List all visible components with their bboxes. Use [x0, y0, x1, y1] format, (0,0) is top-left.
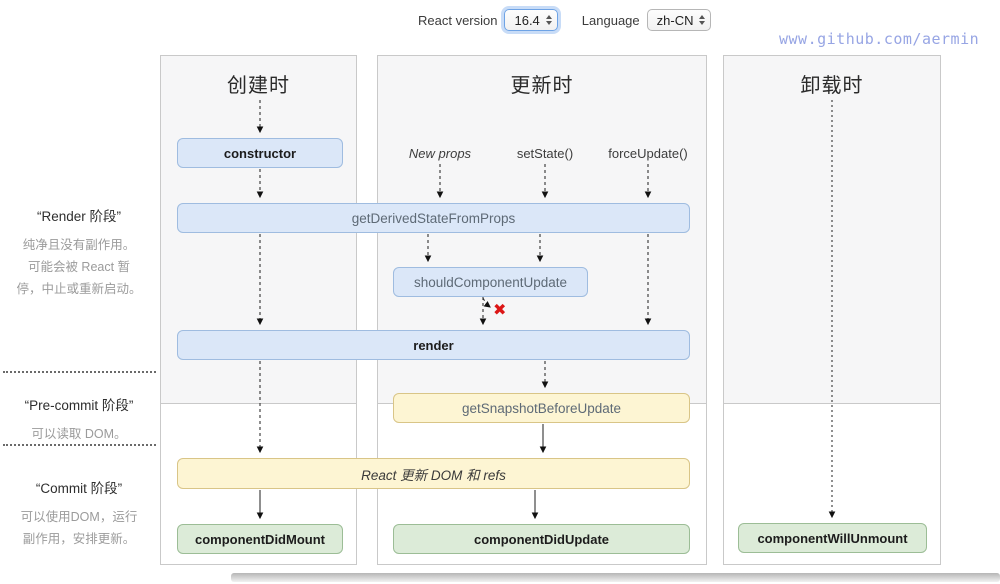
select-stepper-icon — [545, 12, 552, 28]
language-value: zh-CN — [656, 12, 694, 28]
select-stepper-icon — [699, 12, 706, 28]
render-phase-title: “Render 阶段” — [36, 209, 122, 224]
lifecycle-componentdidupdate-link[interactable]: componentDidUpdate — [393, 524, 690, 554]
abort-cross-icon: ✖ — [493, 302, 507, 319]
precommit-phase-title: “Pre-commit 阶段” — [24, 398, 134, 413]
commit-phase-title: “Commit 阶段” — [35, 481, 123, 496]
trigger-setstate: setState() — [516, 146, 574, 161]
panel-unmounting: 卸载时 — [723, 55, 941, 565]
lifecycle-shouldcomponentupdate-link[interactable]: shouldComponentUpdate — [393, 267, 588, 297]
precommit-phase-desc-line: 可以读取 DOM。 — [31, 427, 127, 441]
language-label: Language — [581, 12, 640, 28]
panel-updating-title: 更新时 — [510, 75, 574, 97]
lifecycle-getsnapshotbeforeupdate-link[interactable]: getSnapshotBeforeUpdate — [393, 393, 690, 423]
trigger-forceupdate: forceUpdate() — [608, 146, 688, 161]
top-controls: React version 16.4 Language zh-CN — [418, 9, 733, 31]
sidebar-precommit-phase: “Pre-commit 阶段” 可以读取 DOM。 — [0, 394, 158, 445]
panel-mounting-title: 创建时 — [227, 75, 290, 97]
language-select[interactable]: zh-CN — [646, 9, 712, 31]
commit-phase-desc-line: 副作用，安排更新。 — [22, 532, 136, 546]
panel-unmounting-title: 卸载时 — [800, 75, 864, 97]
trigger-new-props: New props — [408, 146, 472, 161]
react-version-value: 16.4 — [514, 12, 540, 28]
dotted-divider — [3, 371, 156, 373]
watermark: www.github.com/aermin — [779, 30, 980, 48]
dotted-divider — [3, 444, 156, 446]
panel-unmounting-upper — [724, 56, 940, 404]
bottom-edge-shadow — [231, 573, 1000, 582]
lifecycle-componentwillunmount-link[interactable]: componentWillUnmount — [738, 523, 927, 553]
lifecycle-render-link[interactable]: render — [177, 330, 690, 360]
render-phase-desc-line: 纯净且没有副作用。 — [22, 238, 136, 252]
render-phase-desc-line: 可能会被 React 暂 — [27, 260, 131, 274]
sidebar-commit-phase: “Commit 阶段” 可以使用DOM，运行 副作用，安排更新。 — [0, 477, 158, 550]
render-phase-desc-line: 停，中止或重新启动。 — [16, 282, 142, 296]
commit-phase-desc-line: 可以使用DOM，运行 — [20, 510, 138, 524]
lifecycle-constructor-link[interactable]: constructor — [177, 138, 343, 168]
sidebar-render-phase: “Render 阶段” 纯净且没有副作用。 可能会被 React 暂 停，中止或… — [0, 205, 158, 300]
react-version-select[interactable]: 16.4 — [504, 9, 558, 31]
lifecycle-getderivedstatefromprops-link[interactable]: getDerivedStateFromProps — [177, 203, 690, 233]
react-updates-dom-box: React 更新 DOM 和 refs — [177, 458, 690, 489]
react-version-label: React version — [418, 12, 498, 28]
lifecycle-componentdidmount-link[interactable]: componentDidMount — [177, 524, 343, 554]
